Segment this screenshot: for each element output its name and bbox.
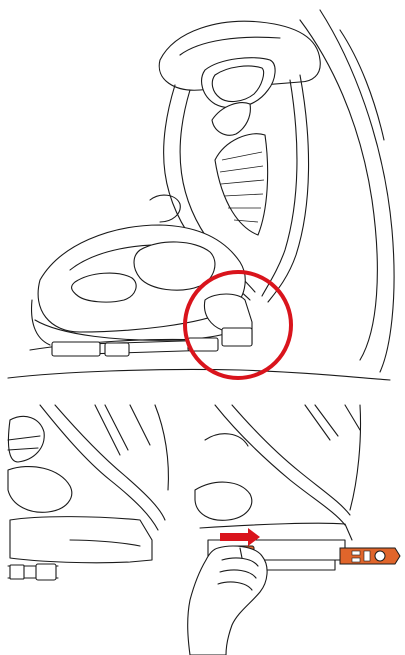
panel-overview: [8, 10, 394, 380]
panel-detail-right: [188, 405, 400, 655]
isofix-connector-extended: [340, 548, 400, 564]
panel-detail-left: [8, 405, 168, 580]
child-seat-headrest: [159, 21, 320, 108]
hand-illustration: [188, 546, 267, 655]
